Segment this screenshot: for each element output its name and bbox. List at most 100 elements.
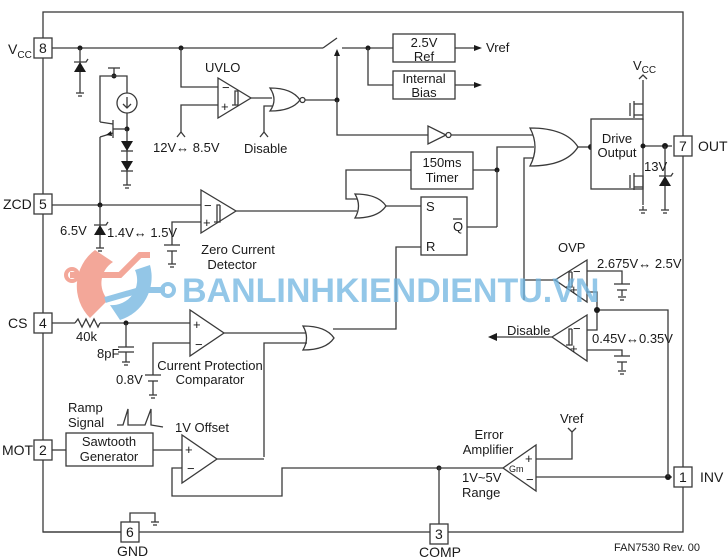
drive-line1: Drive	[602, 131, 632, 146]
cs-label-line2: Comparator	[176, 372, 245, 387]
ramp-offset-label: 1V Offset	[175, 420, 229, 435]
cs-plus: +	[193, 317, 201, 332]
power-switch	[322, 37, 338, 49]
arrow-icon	[488, 333, 497, 341]
dis-minus: −	[573, 321, 581, 336]
gnd-wire	[129, 512, 156, 522]
wire	[263, 342, 307, 457]
sawtooth-line2: Generator	[80, 449, 139, 464]
ovp-minus: −	[573, 264, 581, 279]
sawtooth-line1: Sawtooth	[82, 434, 136, 449]
ea-range-line2: Range	[462, 485, 500, 500]
bias-line1: Internal	[402, 71, 445, 86]
disable-input-label: Disable	[244, 141, 287, 156]
wire	[263, 105, 273, 132]
ea-label-line2: Amplifier	[463, 442, 514, 457]
ramp-label-line1: Ramp	[68, 400, 103, 415]
latch-s: S	[426, 199, 435, 214]
zener-bar	[74, 58, 89, 63]
uvlo-plus: +	[221, 99, 229, 114]
hysteresis-icon	[217, 205, 221, 223]
ref-line2: Ref	[414, 49, 435, 64]
zcd-or-gate	[353, 193, 387, 219]
hysteresis-icon	[214, 204, 220, 223]
bias-block	[392, 70, 456, 100]
diode-icon	[121, 141, 133, 151]
arrow-icon	[474, 82, 482, 88]
threshold-terminal	[176, 130, 186, 138]
wire	[587, 270, 623, 284]
latch-qbar: Q	[453, 219, 463, 234]
ref-line1: 2.5V	[411, 35, 438, 50]
dis-plus: +	[570, 341, 578, 356]
vref-terminal	[567, 427, 577, 433]
error-amplifier	[501, 443, 537, 493]
vref-output-label: Vref	[486, 40, 510, 55]
ramp-minus: −	[187, 461, 195, 476]
current-source-arrow	[122, 103, 132, 109]
zcd-label-line2: Detector	[207, 257, 257, 272]
arrow-icon	[106, 131, 112, 136]
sr-latch	[420, 196, 468, 256]
ovp-threshold: 2.675V↔ 2.5V	[597, 256, 682, 271]
drive-zener-label: 13V	[644, 159, 667, 174]
hysteresis-icon	[235, 91, 239, 106]
zener-diode-icon	[74, 62, 86, 72]
transistor-collector	[99, 121, 114, 125]
resistor-label: 40k	[76, 329, 97, 344]
svg-text:5: 5	[39, 196, 47, 212]
wire	[152, 342, 190, 375]
wire	[596, 309, 669, 477]
resistor-icon	[74, 317, 101, 329]
pin-4: 4	[33, 312, 53, 334]
drive-vcc-label: VCC	[633, 58, 656, 76]
wire	[634, 175, 644, 205]
inverter-gate	[427, 124, 448, 146]
ea-gm: Gm	[509, 464, 524, 474]
vcc-terminal	[638, 74, 648, 80]
wire	[333, 246, 421, 330]
cs-or-gate	[301, 325, 335, 351]
drive-line2: Output	[597, 145, 636, 160]
pin-6: 6	[120, 521, 140, 543]
timer-block	[410, 151, 474, 190]
junction-dot	[594, 307, 600, 313]
ic-outline	[42, 11, 684, 533]
wire	[345, 169, 411, 200]
hysteresis-icon	[566, 328, 572, 346]
ea-minus: −	[526, 472, 534, 487]
ovp-label: OVP	[558, 240, 585, 255]
wire	[99, 75, 128, 122]
arrow-icon	[334, 49, 340, 56]
hysteresis-icon	[232, 90, 238, 106]
zener-bar	[659, 172, 674, 177]
watermark-text: BANLINHKIENDIENTU.VN	[182, 272, 599, 310]
ea-label-line1: Error	[475, 427, 505, 442]
wire	[587, 349, 623, 356]
zcd-plus: +	[203, 215, 211, 230]
pin-7: 7	[673, 135, 693, 157]
pin-7-label: OUT	[698, 138, 728, 154]
current-protection-comparator	[189, 308, 226, 358]
pin-5: 5	[33, 193, 53, 215]
wire	[496, 146, 534, 171]
svg-text:1: 1	[679, 469, 687, 485]
zcd-minus: −	[204, 198, 212, 213]
disable-threshold: 0.45V↔0.35V	[592, 331, 673, 346]
bias-line2: Bias	[411, 85, 437, 100]
ea-vref-label: Vref	[560, 411, 584, 426]
inverter-bubble	[299, 96, 306, 104]
ea-range-line1: 1V~5V	[462, 470, 502, 485]
zcd-label-line1: Zero Current	[201, 242, 275, 257]
pin-4-label: CS	[8, 315, 27, 331]
latch-r: R	[426, 239, 435, 254]
cs-label-line1: Current Protection	[157, 358, 263, 373]
wire	[180, 104, 218, 133]
capacitor-label: 8pF	[97, 346, 119, 361]
output-or-gate	[528, 127, 579, 167]
svg-text:4: 4	[39, 315, 47, 331]
timer-line2: Timer	[426, 170, 459, 185]
ramp-plus: +	[185, 442, 193, 457]
arrow-icon	[474, 45, 482, 51]
